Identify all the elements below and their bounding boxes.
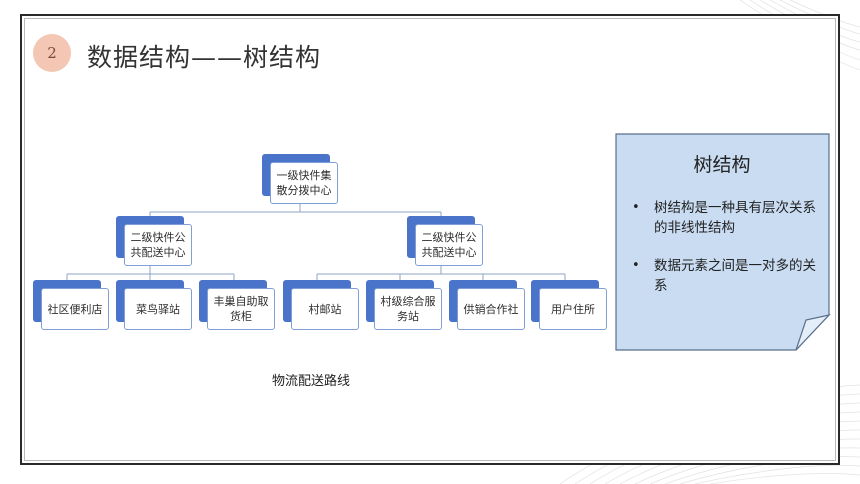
tree-leaf-node: 供销合作社: [449, 280, 525, 330]
node-label: 社区便利店: [41, 288, 109, 330]
node-label: 供销合作社: [457, 288, 525, 330]
tree-leaf-node: 社区便利店: [33, 280, 109, 330]
bullet-icon: •: [632, 258, 640, 273]
tree-leaf-node: 村级综合服务站: [366, 280, 442, 330]
diagram-caption: 物流配送路线: [272, 374, 351, 389]
node-label: 菜鸟驿站: [124, 288, 192, 330]
tree-leaf-node: 丰巢自助取货柜: [199, 280, 275, 330]
note-bullet-item: • 树结构是一种具有层次关系的非线性结构: [632, 198, 820, 238]
node-label: 二级快件公共配送中心: [415, 224, 483, 266]
note-title: 树结构: [693, 154, 751, 176]
slide-title: 数据结构——树结构: [87, 43, 322, 72]
node-label: 一级快件集散分拨中心: [270, 162, 338, 204]
node-label: 村级综合服务站: [374, 288, 442, 330]
note-bullet-text: 树结构是一种具有层次关系的非线性结构: [654, 200, 816, 236]
note-bullet-text: 数据元素之间是一对多的关系: [654, 258, 816, 294]
tree-leaf-node: 菜鸟驿站: [116, 280, 192, 330]
tree-leaf-node: 村邮站: [283, 280, 359, 330]
node-label: 二级快件公共配送中心: [124, 224, 192, 266]
section-number-badge: 2: [33, 34, 71, 72]
tree-level2-node-left: 二级快件公共配送中心: [116, 216, 192, 266]
tree-leaf-node: 用户住所: [531, 280, 607, 330]
node-label: 村邮站: [291, 288, 359, 330]
slide-inner-frame: [24, 18, 836, 461]
tree-level2-node-right: 二级快件公共配送中心: [407, 216, 483, 266]
node-label: 丰巢自助取货柜: [207, 288, 275, 330]
note-bullet-list: • 树结构是一种具有层次关系的非线性结构 • 数据元素之间是一对多的关系: [632, 198, 820, 314]
bullet-icon: •: [632, 200, 640, 215]
node-label: 用户住所: [539, 288, 607, 330]
note-bullet-item: • 数据元素之间是一对多的关系: [632, 256, 820, 296]
tree-root-node: 一级快件集散分拨中心: [262, 154, 338, 204]
